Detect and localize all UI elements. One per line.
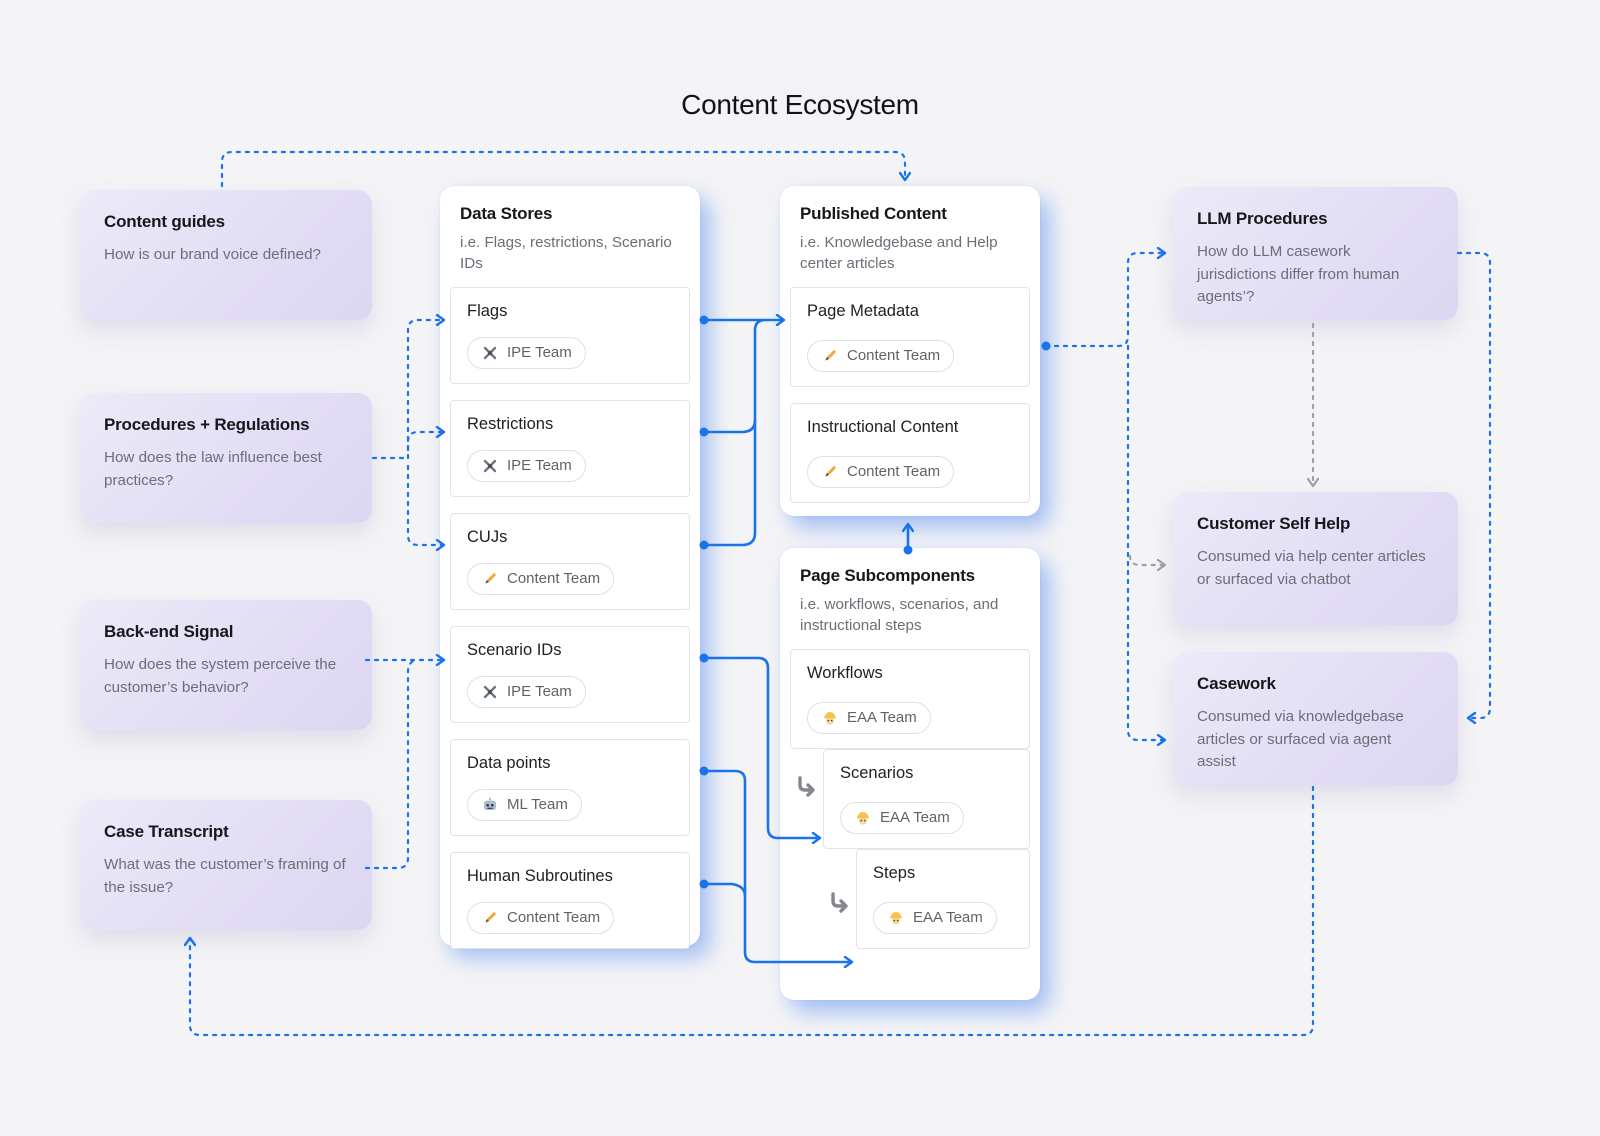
page-title: Content Ecosystem xyxy=(681,88,919,120)
connector-to-flags xyxy=(406,320,444,460)
node-body: How does the law influence best practice… xyxy=(104,449,322,489)
node-body: Consumed via knowledgebase articles or s… xyxy=(1197,708,1404,770)
team-badge: ML Team xyxy=(467,788,582,821)
node-data-points: Data points ML Team xyxy=(450,738,690,836)
writing-hand-icon xyxy=(821,347,839,365)
node-restrictions: Restrictions IPE Team xyxy=(450,399,690,497)
node-content-guides: Content guides How is our brand voice de… xyxy=(80,190,372,320)
connector-case-transcript-join xyxy=(364,658,418,870)
team-badge: EAA Team xyxy=(873,901,997,934)
card-title: Published Content xyxy=(800,204,947,223)
node-workflows: Workflows EAA Team xyxy=(790,648,1030,749)
connector-cujs-merge xyxy=(704,318,765,547)
node-instructional-content: Instructional Content Content Team xyxy=(790,402,1030,503)
node-customer-self-help: Customer Self Help Consumed via help cen… xyxy=(1173,492,1458,625)
node-procedures-regulations: Procedures + Regulations How does the la… xyxy=(80,393,372,523)
writing-hand-icon xyxy=(821,463,839,481)
connector-content-guides-to-published-content xyxy=(220,150,905,188)
team-badge: EAA Team xyxy=(807,701,931,734)
node-llm-procedures: LLM Procedures How do LLM casework juris… xyxy=(1173,187,1458,320)
team-badge: Content Team xyxy=(467,562,615,595)
worker-icon xyxy=(854,809,872,827)
connector-published-to-casework xyxy=(1126,344,1165,740)
satellite-icon xyxy=(481,457,499,475)
node-page-metadata: Page Metadata Content Team xyxy=(790,286,1030,387)
node-body: Consumed via help center articles or sur… xyxy=(1197,548,1426,588)
node-case-transcript: Case Transcript What was the customer’s … xyxy=(80,800,372,930)
node-scenarios: Scenarios EAA Team xyxy=(823,748,1030,849)
node-title: Back-end Signal xyxy=(104,622,234,641)
branch-arrow-icon xyxy=(827,890,851,914)
team-badge: IPE Team xyxy=(467,675,586,708)
card-subtitle: i.e. Knowledgebase and Help center artic… xyxy=(800,234,998,273)
team-badge: Content Team xyxy=(807,339,955,372)
connector-restrictions-merge xyxy=(704,419,757,434)
node-flags: Flags IPE Team xyxy=(450,286,690,384)
node-title: Case Transcript xyxy=(104,822,229,841)
connector-to-restrictions xyxy=(406,432,444,452)
satellite-icon xyxy=(481,344,499,362)
card-data-stores: Data Stores i.e. Flags, restrictions, Sc… xyxy=(440,186,700,949)
branch-arrow-icon xyxy=(794,774,818,798)
connector-llm-to-casework xyxy=(1456,251,1492,718)
card-title: Data Stores xyxy=(460,204,553,223)
node-body: How is our brand voice defined? xyxy=(104,246,321,263)
node-title: Customer Self Help xyxy=(1197,514,1351,533)
node-body: How do LLM casework jurisdictions differ… xyxy=(1197,243,1400,305)
node-title: Content guides xyxy=(104,212,225,231)
card-subtitle: i.e. Flags, restrictions, Scenario IDs xyxy=(460,234,672,273)
node-body: What was the customer’s framing of the i… xyxy=(104,856,346,896)
satellite-icon xyxy=(481,683,499,701)
card-subtitle: i.e. workflows, scenarios, and instructi… xyxy=(800,596,999,635)
worker-icon xyxy=(887,909,905,927)
node-title: Procedures + Regulations xyxy=(104,415,310,434)
team-badge: IPE Team xyxy=(467,336,586,369)
node-scenario-ids: Scenario IDs IPE Team xyxy=(450,625,690,723)
connector-branch-to-self-help xyxy=(1128,554,1167,565)
node-body: How does the system perceive the custome… xyxy=(104,656,337,696)
team-badge: IPE Team xyxy=(467,449,586,482)
card-page-subcomponents: Page Subcomponents i.e. workflows, scena… xyxy=(780,548,1040,1000)
connector-human-subroutines-merge xyxy=(704,882,747,897)
connector-to-cujs xyxy=(406,464,444,545)
worker-icon xyxy=(821,709,839,727)
team-badge: Content Team xyxy=(467,901,615,934)
card-published-content: Published Content i.e. Knowledgebase and… xyxy=(780,186,1040,516)
team-badge: EAA Team xyxy=(840,801,964,834)
writing-hand-icon xyxy=(481,570,499,588)
node-steps: Steps EAA Team xyxy=(856,848,1030,949)
connector-published-to-llm xyxy=(1044,253,1165,348)
node-back-end-signal: Back-end Signal How does the system perc… xyxy=(80,600,372,730)
node-human-subroutines: Human Subroutines Content Team xyxy=(450,851,690,949)
node-casework: Casework Consumed via knowledgebase arti… xyxy=(1173,652,1458,785)
node-title: Casework xyxy=(1197,674,1276,693)
node-title: LLM Procedures xyxy=(1197,209,1328,228)
team-badge: Content Team xyxy=(807,455,955,488)
robot-icon xyxy=(481,796,499,814)
node-cujs: CUJs Content Team xyxy=(450,512,690,610)
card-title: Page Subcomponents xyxy=(800,566,975,585)
writing-hand-icon xyxy=(481,909,499,927)
